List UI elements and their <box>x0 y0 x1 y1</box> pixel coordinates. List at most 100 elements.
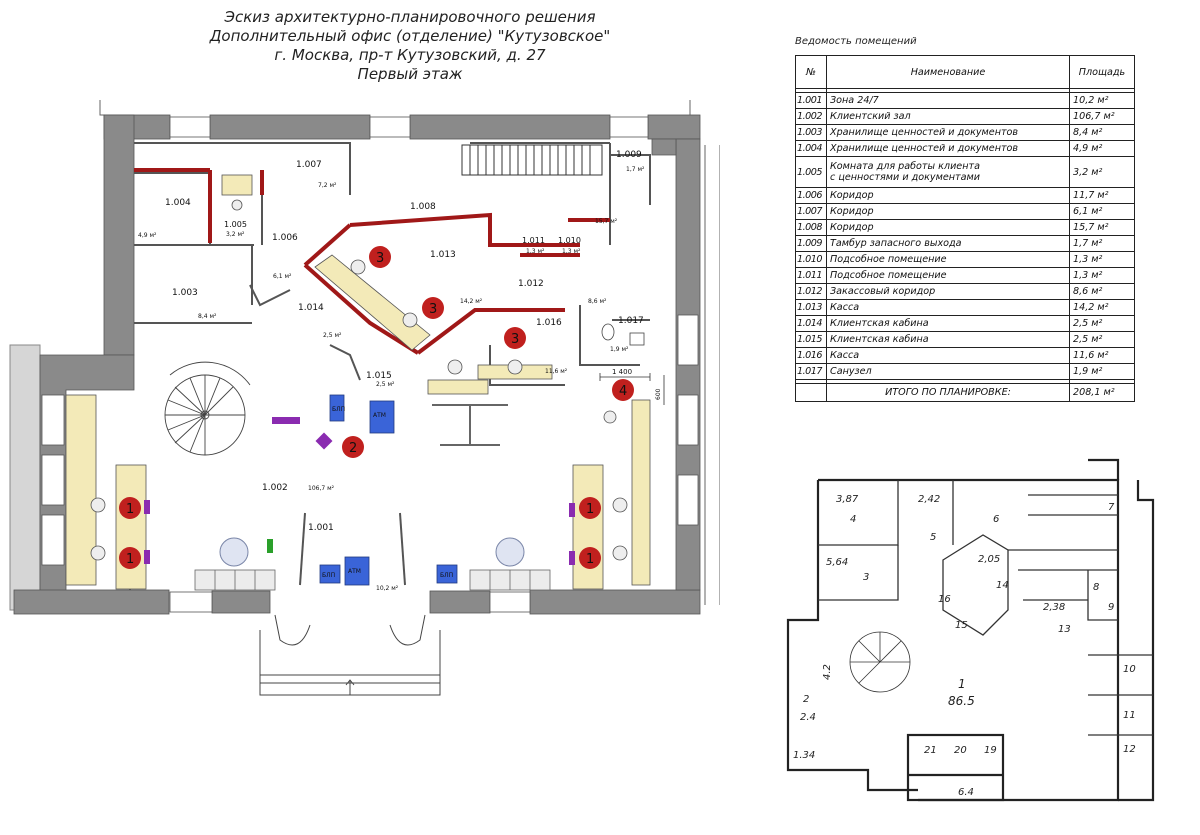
chairs <box>90 199 628 561</box>
svg-text:7,2 м²: 7,2 м² <box>318 182 337 189</box>
room-1008-num: 1.008 <box>410 202 436 212</box>
room-1004-num: 1.004 <box>165 198 191 208</box>
svg-text:8,4 м²: 8,4 м² <box>198 313 217 320</box>
sofas <box>194 569 551 591</box>
svg-text:1,9 м²: 1,9 м² <box>610 346 629 353</box>
entrance <box>259 614 441 696</box>
atm-device-center <box>344 556 370 586</box>
exit-stair <box>461 144 603 176</box>
svg-text:12: 12 <box>1123 744 1136 755</box>
room-1002-num: 1.002 <box>262 483 288 493</box>
svg-text:БЛП: БЛП <box>322 572 335 579</box>
blp-device-top <box>329 394 345 422</box>
bti-walls <box>786 458 1155 802</box>
svg-text:3: 3 <box>429 302 437 317</box>
svg-text:7: 7 <box>1108 502 1115 513</box>
dimension-1400-label: 1 400 <box>612 368 632 376</box>
rooms-table-caption: Ведомость помещений <box>795 36 917 47</box>
marker-3-right: 3 <box>504 327 526 349</box>
header-name: Наименование <box>826 55 1070 89</box>
round-tables <box>219 537 525 567</box>
svg-text:11: 11 <box>1123 710 1136 721</box>
svg-text:6.4: 6.4 <box>958 787 974 798</box>
device-labels: БЛП АТМ БЛП АТМ БЛП <box>322 406 453 579</box>
svg-text:10: 10 <box>1123 664 1136 675</box>
svg-text:1: 1 <box>126 502 134 517</box>
markers: 1 1 1 1 2 3 3 3 4 <box>119 246 634 569</box>
svg-text:2: 2 <box>349 441 357 456</box>
svg-text:11,6 м²: 11,6 м² <box>545 368 568 375</box>
svg-text:2: 2 <box>803 694 809 705</box>
floor-plan: БЛП АТМ БЛП АТМ БЛП 1 1 1 1 2 3 3 3 4 1 … <box>9 100 720 696</box>
wc-fixtures <box>601 323 645 346</box>
svg-text:2,5 м²: 2,5 м² <box>376 381 395 388</box>
svg-text:15,7 м²: 15,7 м² <box>595 218 618 225</box>
svg-text:9: 9 <box>1108 602 1114 613</box>
title-line-1: Эскиз архитектурно-планировочного решени… <box>224 8 596 26</box>
svg-text:3: 3 <box>511 332 519 347</box>
marker-1-left-bottom: 1 <box>119 547 141 569</box>
svg-text:1: 1 <box>586 552 594 567</box>
svg-text:6,1 м²: 6,1 м² <box>273 273 292 280</box>
svg-text:8,6 м²: 8,6 м² <box>588 298 607 305</box>
svg-text:14,2 м²: 14,2 м² <box>460 298 483 305</box>
svg-text:86.5: 86.5 <box>948 694 975 708</box>
context-outline <box>9 100 720 611</box>
svg-text:3,87: 3,87 <box>836 494 859 505</box>
svg-text:2,38: 2,38 <box>1043 602 1065 613</box>
marker-3-middle: 3 <box>422 297 444 319</box>
svg-text:8: 8 <box>1093 582 1099 593</box>
title-line-2: Дополнительный офис (отделение) "Кутузов… <box>209 27 611 45</box>
svg-text:АТМ: АТМ <box>348 568 361 575</box>
bti-partitions <box>818 480 1153 736</box>
title-line-3: г. Москва, пр-т Кутузовский, д. 27 <box>274 46 546 64</box>
table-header: № Наименование Площадь <box>795 55 1135 89</box>
purple-tag-r2 <box>569 551 575 565</box>
room-1012-num: 1.012 <box>518 279 544 289</box>
svg-text:1,3 м²: 1,3 м² <box>526 248 545 255</box>
svg-text:1: 1 <box>586 502 594 517</box>
room-1003-num: 1.003 <box>172 288 198 298</box>
windows <box>41 116 699 613</box>
blp-device-right <box>436 564 458 584</box>
room-1010-num: 1.010 <box>558 236 581 245</box>
svg-text:2,42: 2,42 <box>918 494 940 505</box>
svg-text:106,7 м²: 106,7 м² <box>308 485 335 492</box>
room-1017-num: 1.017 <box>618 316 644 326</box>
marker-1-right-bottom: 1 <box>579 547 601 569</box>
marker-3-top: 3 <box>369 246 391 268</box>
svg-text:3,2 м²: 3,2 м² <box>226 231 245 238</box>
header-num: № <box>795 55 827 89</box>
dimension-1400 <box>599 373 665 405</box>
devices <box>319 394 458 586</box>
svg-text:16: 16 <box>938 594 951 605</box>
room-1013-num: 1.013 <box>430 250 456 260</box>
svg-text:10,2 м²: 10,2 м² <box>376 585 399 592</box>
room-1014-num: 1.014 <box>298 303 324 313</box>
svg-text:21: 21 <box>924 745 937 756</box>
purple-tag-r1 <box>569 503 575 517</box>
svg-text:1,3 м²: 1,3 м² <box>562 248 581 255</box>
svg-text:14: 14 <box>996 580 1009 591</box>
svg-text:2.4: 2.4 <box>800 712 816 723</box>
purple-tag-l2 <box>144 550 150 564</box>
atm-device-top <box>369 400 395 434</box>
purple-bench <box>272 417 300 424</box>
purple-cube <box>315 432 333 450</box>
bti-stair <box>849 631 911 693</box>
svg-text:2,5 м²: 2,5 м² <box>323 332 342 339</box>
